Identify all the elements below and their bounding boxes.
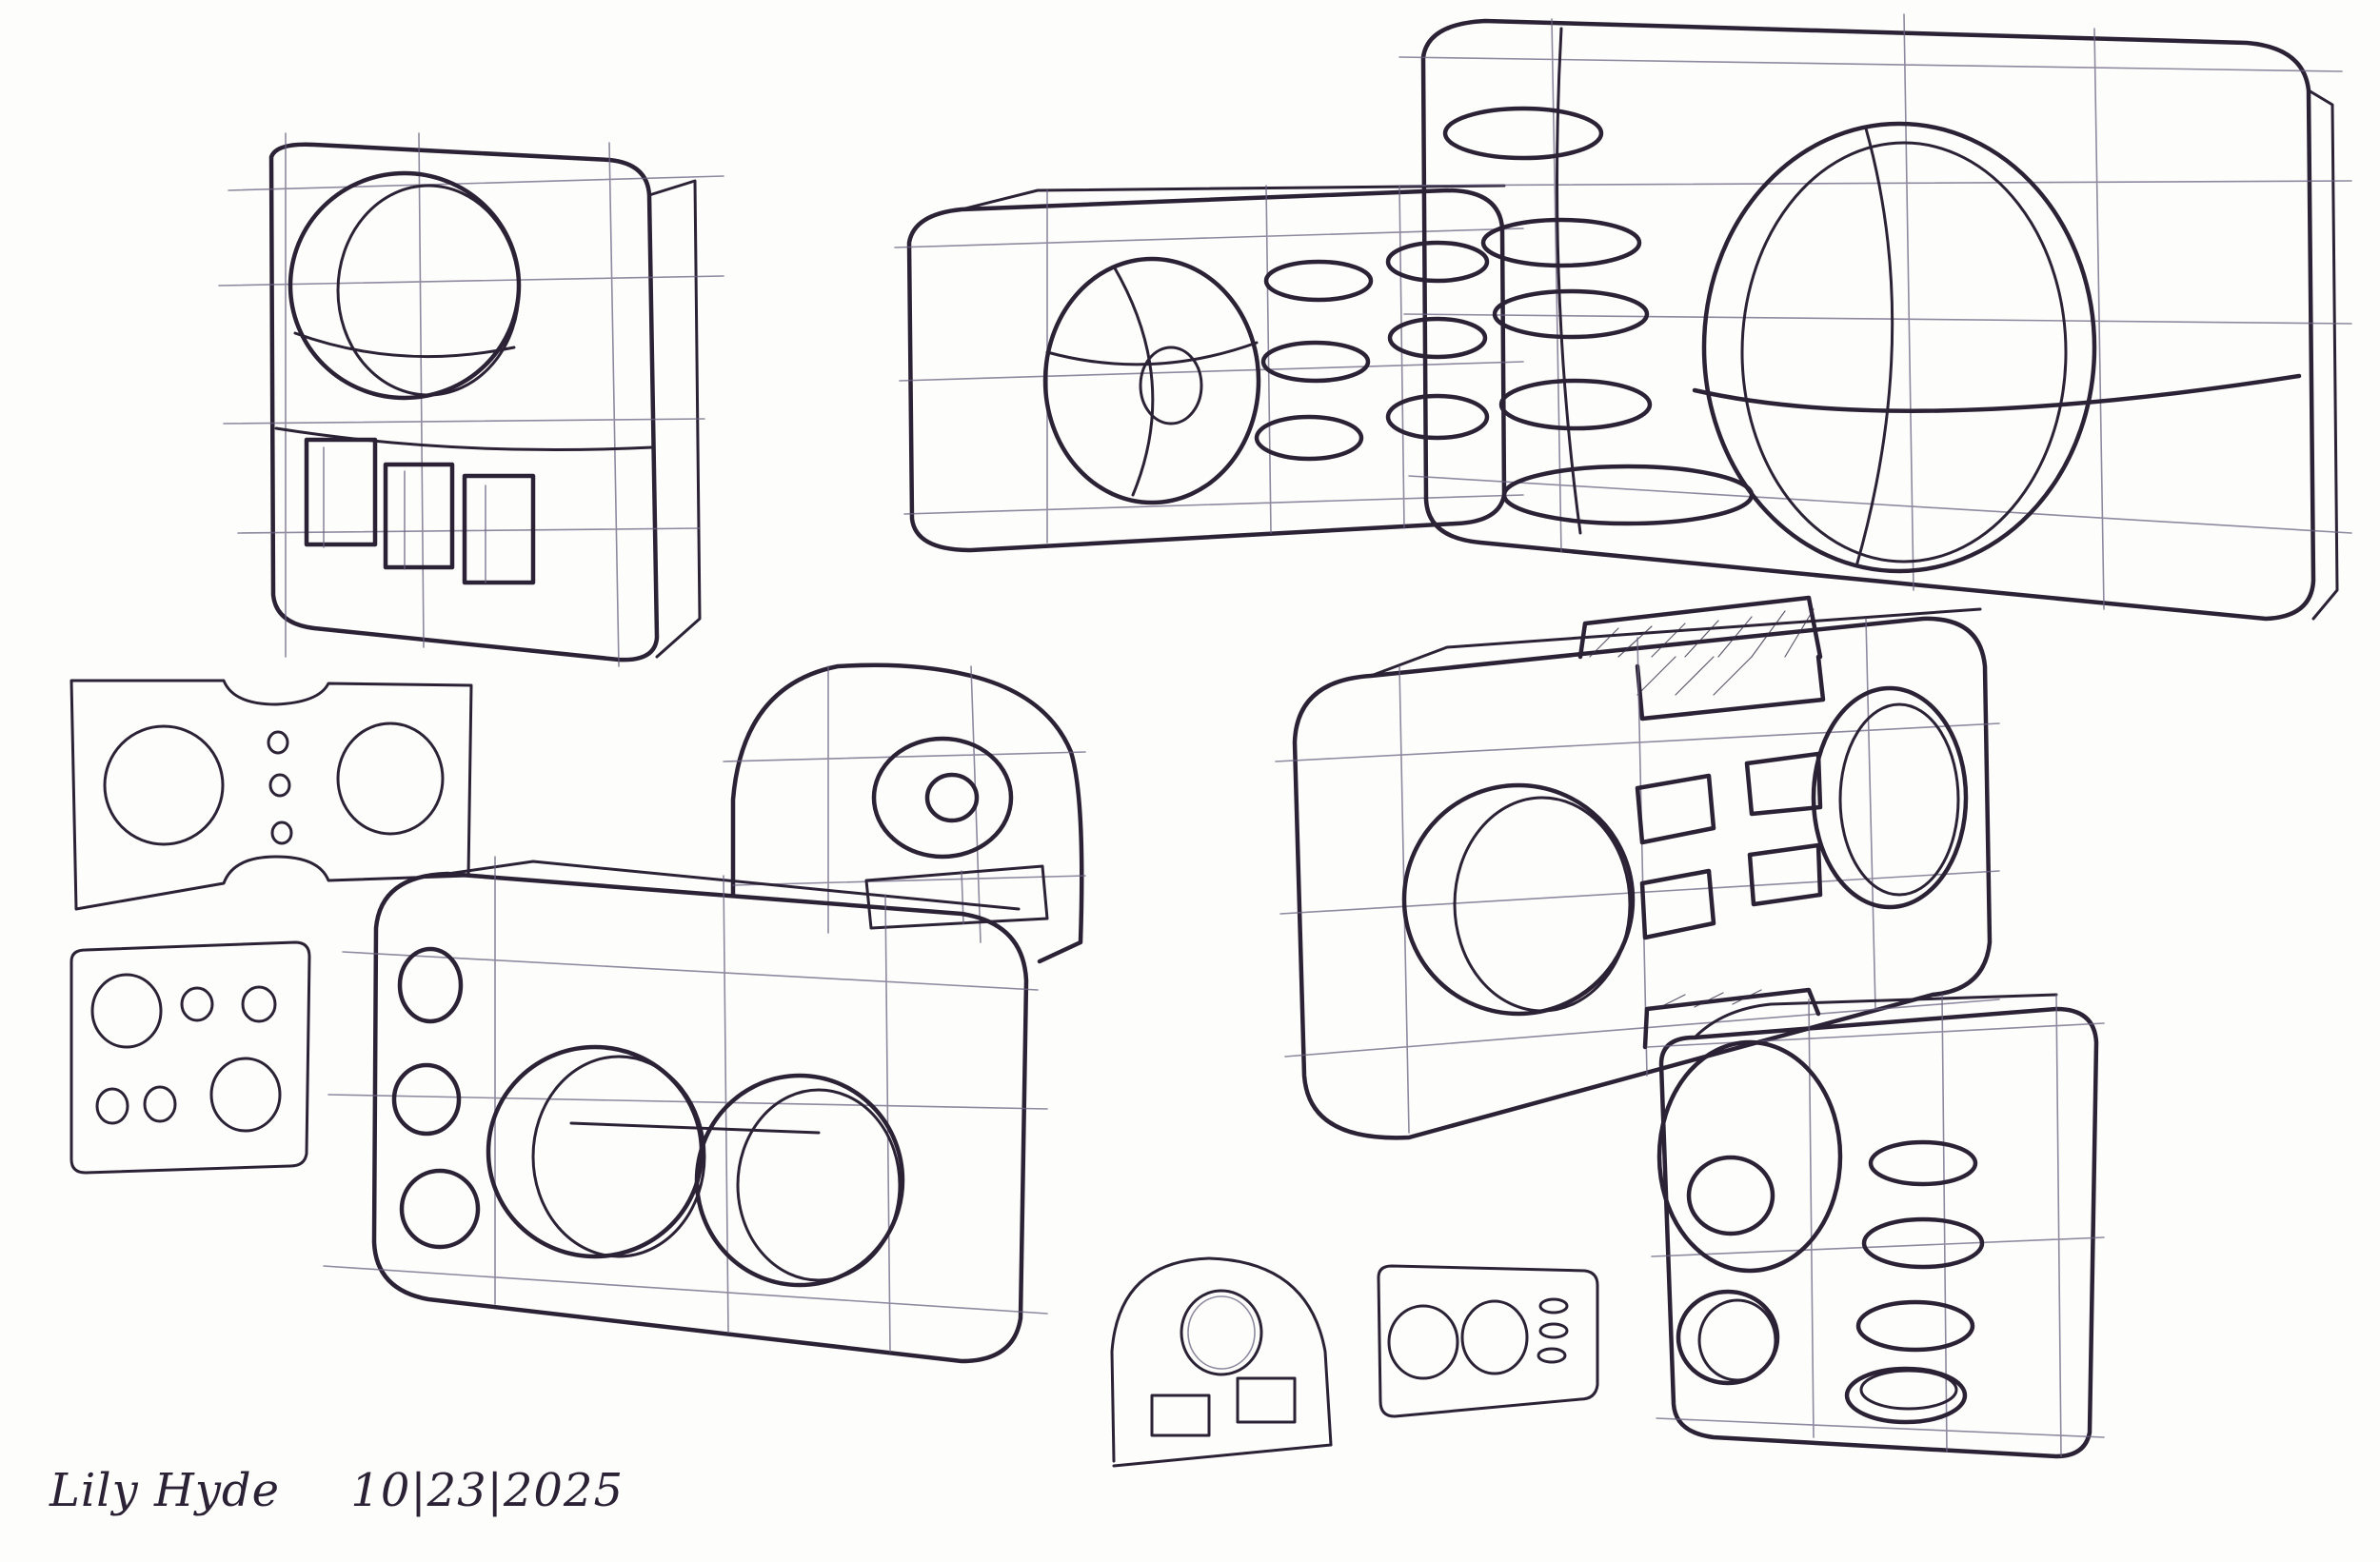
artist-name: Lily Hyde [50,1464,281,1517]
arch-panel-plan [1110,1256,1333,1468]
small-panel-plan [1377,1264,1599,1418]
flat-speaker-sketch [894,184,1524,553]
panel-plan-square [69,940,311,1175]
panel-plan-wide [69,679,473,911]
twin-driver-speaker-sketch [323,856,1048,1364]
tall-speaker-sketch [1646,993,2105,1459]
dome-speaker-sketch [723,662,1086,964]
square-speaker-sketch [218,132,724,667]
sketch-date: 10|23|2025 [350,1464,624,1517]
large-boombox-sketch [1398,13,2352,622]
twin-boombox-sketch [1275,595,2000,1140]
artist-signature: Lily Hyde 10|23|2025 [50,1464,624,1521]
